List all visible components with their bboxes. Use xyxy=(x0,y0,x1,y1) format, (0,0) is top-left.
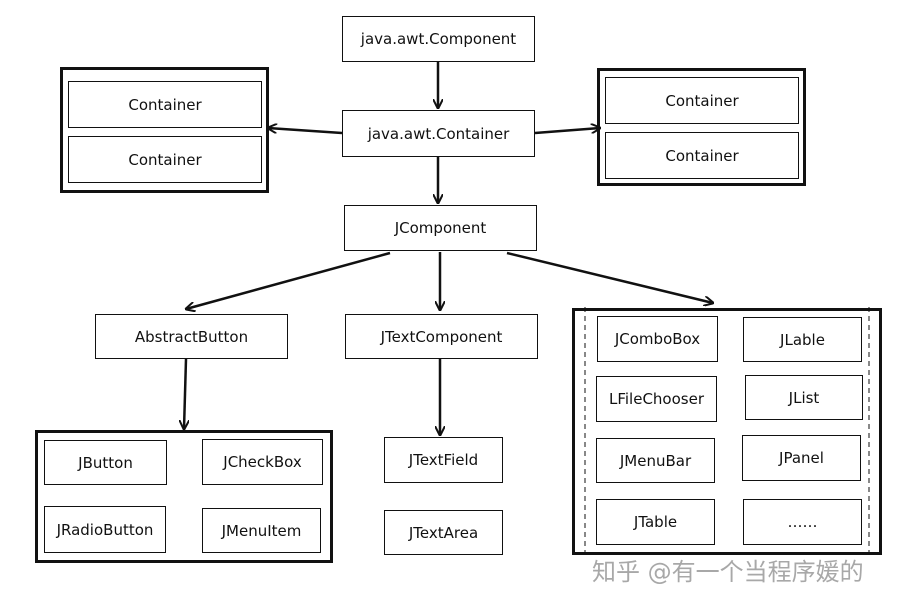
node-java-awt-component: java.awt.Component xyxy=(342,16,535,62)
node-jcomponent: JComponent xyxy=(344,205,537,251)
node-label: JPanel xyxy=(779,449,824,467)
node-jlist: JList xyxy=(745,375,863,420)
node-jcombobox: JComboBox xyxy=(597,316,718,362)
misc-component-group xyxy=(572,308,882,555)
node-jpanel: JPanel xyxy=(742,435,861,481)
node-lfilechooser: LFileChooser xyxy=(596,376,717,422)
node-label: JButton xyxy=(78,453,133,472)
node-label: JTextArea xyxy=(408,523,479,542)
node-label: JLable xyxy=(780,330,825,349)
left-container-group xyxy=(60,67,269,193)
node-label: JTextField xyxy=(408,451,479,469)
arrow-container-to-left-group xyxy=(268,128,343,135)
node-label: JMenuItem xyxy=(221,521,302,540)
button-group xyxy=(35,430,333,563)
node-label: java.awt.Container xyxy=(367,124,510,143)
node-label: Container xyxy=(665,146,739,165)
node-jlable: JLable xyxy=(743,317,862,362)
node-jtextfield: JTextField xyxy=(384,437,503,483)
node-jbutton: JButton xyxy=(44,440,167,485)
node-jcheckbox: JCheckBox xyxy=(202,439,323,485)
arrow-container-to-right-group xyxy=(534,128,600,135)
node-label: AbstractButton xyxy=(134,327,249,346)
node-label: JList xyxy=(788,388,820,407)
node-label: JComponent xyxy=(394,219,487,237)
node-label: Container xyxy=(128,150,202,169)
right-container-1: Container xyxy=(605,77,799,124)
node-jtable: JTable xyxy=(596,499,715,545)
arrow-jcomponent-to-abstractbutton xyxy=(186,251,391,309)
node-label: JTable xyxy=(633,513,678,531)
node-label: Container xyxy=(665,91,739,110)
node-label: JMenuBar xyxy=(619,451,692,470)
node-label: JCheckBox xyxy=(223,453,302,471)
node-label: java.awt.Component xyxy=(360,30,517,48)
node-jmenuitem: JMenuItem xyxy=(202,508,321,553)
right-container-group xyxy=(597,68,806,186)
node-label: …… xyxy=(787,513,818,531)
node-label: JRadioButton xyxy=(56,520,154,539)
node-label: LFileChooser xyxy=(608,390,704,408)
node-jmenubar: JMenuBar xyxy=(596,438,715,483)
node-label: JTextComponent xyxy=(380,327,503,346)
node-label: JComboBox xyxy=(614,330,701,348)
left-container-1: Container xyxy=(68,81,262,128)
right-container-2: Container xyxy=(605,132,799,179)
node-jtextarea: JTextArea xyxy=(384,510,503,555)
node-label: Container xyxy=(128,95,202,114)
node-abstractbutton: AbstractButton xyxy=(95,314,288,359)
arrow-jcomponent-to-misc-group xyxy=(506,251,713,303)
left-container-2: Container xyxy=(68,136,262,183)
node-jradiobutton: JRadioButton xyxy=(44,506,166,553)
node-java-awt-container: java.awt.Container xyxy=(342,110,535,157)
watermark-text: 知乎 @有一个当程序媛的 xyxy=(592,558,864,586)
node-ellipsis: …… xyxy=(743,499,862,545)
arrow-abstractbutton-to-button-group xyxy=(184,358,186,429)
node-jtextcomponent: JTextComponent xyxy=(345,314,538,359)
